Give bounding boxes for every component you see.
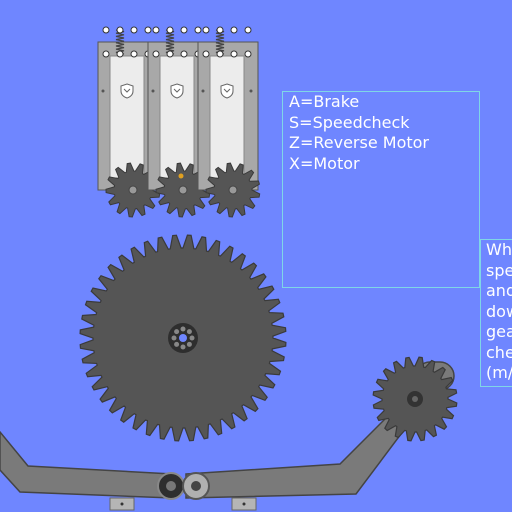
panel-dot xyxy=(101,89,105,93)
hint-info-box: Wh spe and dow gea che (m/ xyxy=(480,239,512,387)
small-gear[interactable] xyxy=(205,162,261,218)
hub-hole xyxy=(186,329,192,335)
left-lever-arm[interactable] xyxy=(0,430,173,511)
panel-dot xyxy=(151,89,155,93)
hub-hole xyxy=(180,344,186,350)
brake-panel[interactable] xyxy=(197,26,261,218)
panel-dot xyxy=(201,89,205,93)
rivet xyxy=(244,26,252,34)
rivet xyxy=(180,26,188,34)
rivet xyxy=(116,26,124,34)
rivet xyxy=(202,50,210,58)
rivet xyxy=(202,26,210,34)
controls-line-motor: X=Motor xyxy=(289,153,360,173)
indicator-light xyxy=(178,173,184,179)
rivet xyxy=(116,50,124,58)
hint-line: spe xyxy=(486,260,512,280)
controls-info-box: A=Brake S=Speedcheck Z=Reverse Motor X=M… xyxy=(282,91,480,288)
hint-line: che xyxy=(486,342,512,362)
controls-line-brake: A=Brake xyxy=(289,92,360,111)
left-pivot-hub-icon xyxy=(157,472,185,500)
large-gear-hub-icon xyxy=(168,323,198,353)
rivet xyxy=(216,26,224,34)
shield-icon xyxy=(220,83,234,99)
controls-line-speedcheck: S=Speedcheck xyxy=(289,112,410,132)
spring-icon xyxy=(215,29,225,55)
spring-icon xyxy=(165,29,175,55)
small-gear-hub-icon xyxy=(178,185,188,195)
right-pivot-hub-icon xyxy=(182,472,210,500)
brake-panels xyxy=(97,26,261,218)
hub-hole xyxy=(180,326,186,332)
hub-hole xyxy=(186,341,192,347)
rivet xyxy=(130,50,138,58)
hint-line: and xyxy=(486,281,512,300)
rivet xyxy=(180,50,188,58)
spring-icon xyxy=(115,29,125,55)
hint-line: (m/ xyxy=(486,363,512,382)
small-gear-hub-icon xyxy=(228,185,238,195)
rivet xyxy=(152,26,160,34)
hub-hole xyxy=(174,341,180,347)
rivet xyxy=(166,50,174,58)
shield-icon xyxy=(120,83,134,99)
rivet xyxy=(230,50,238,58)
hub-hole xyxy=(174,329,180,335)
rivet xyxy=(230,26,238,34)
rivet xyxy=(216,50,224,58)
hint-line: Wh xyxy=(486,240,512,259)
rivet xyxy=(166,26,174,34)
hint-line: gea xyxy=(486,322,512,341)
rivet xyxy=(130,26,138,34)
small-gear[interactable] xyxy=(155,162,211,218)
hub-hole xyxy=(189,335,195,341)
rivet xyxy=(194,26,202,34)
rivet xyxy=(244,50,252,58)
hint-line: dow xyxy=(486,301,512,321)
rivet xyxy=(144,26,152,34)
small-gear-hub-icon xyxy=(128,185,138,195)
hub-hole xyxy=(171,335,177,341)
shield-icon xyxy=(170,83,184,99)
panel-dot xyxy=(249,89,253,93)
small-gear[interactable] xyxy=(105,162,161,218)
rivet xyxy=(102,50,110,58)
rivet xyxy=(152,50,160,58)
controls-line-reverse-motor: Z=Reverse Motor xyxy=(289,133,429,152)
rivet xyxy=(102,26,110,34)
